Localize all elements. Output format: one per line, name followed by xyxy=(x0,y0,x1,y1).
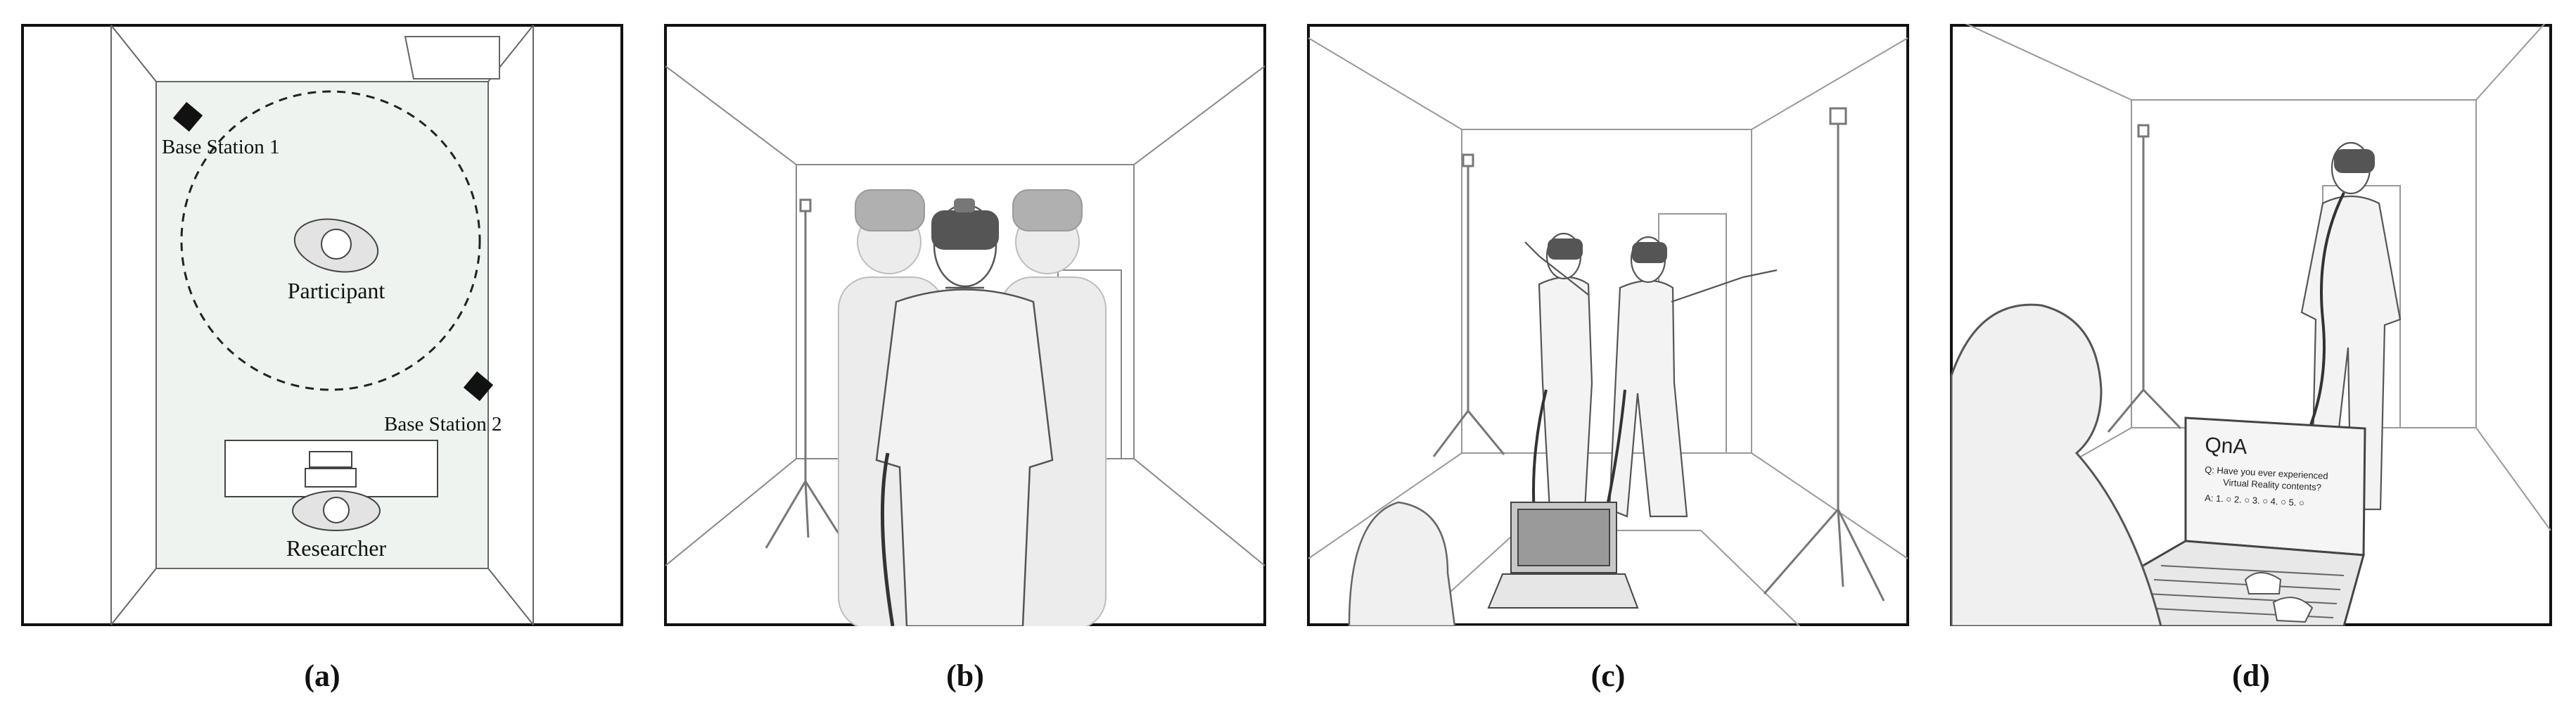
vr-headset-icon xyxy=(2334,149,2375,173)
laptop-icon xyxy=(1487,502,1639,609)
researcher-head xyxy=(323,497,350,523)
caption-a: (a) xyxy=(304,658,340,693)
tripod-stand-left xyxy=(1432,153,1505,457)
researcher-hand xyxy=(2244,572,2282,594)
headset-cable xyxy=(880,452,895,626)
screen-title: QnA xyxy=(2205,433,2248,459)
door-icon xyxy=(404,36,500,79)
base-station-1-icon xyxy=(172,101,203,132)
caption-d: (d) xyxy=(2232,658,2270,693)
wall-lines xyxy=(110,25,534,625)
screen-answer-options: A: 1. ○ 2. ○ 3. ○ 4. ○ 5. ○ xyxy=(2205,492,2304,508)
laptop-keyboard xyxy=(305,468,357,488)
panel-c-pointing-participants xyxy=(1307,24,1909,626)
participant-scene xyxy=(664,24,1266,626)
room-lines xyxy=(1308,37,1908,626)
vr-headset-icon xyxy=(1632,242,1667,263)
tripod-stand xyxy=(2107,124,2182,433)
headset-strap xyxy=(954,198,975,212)
pointing-scene xyxy=(1307,24,1909,626)
panel-d-survey-interview: QnA Q: Have you ever experienced Virtual… xyxy=(1950,24,2552,626)
base-station-1-label: Base Station 1 xyxy=(162,136,280,158)
screen-question-line-2: Virtual Reality contents? xyxy=(2223,477,2322,492)
caption-b: (b) xyxy=(946,658,984,693)
tripod-stand-right xyxy=(1763,107,1885,602)
panel-b-participant-movement xyxy=(664,24,1266,626)
survey-scene: QnA Q: Have you ever experienced Virtual… xyxy=(1950,24,2552,626)
laptop-screen xyxy=(309,451,352,468)
researcher-label: Researcher xyxy=(286,535,386,561)
participant-label: Participant xyxy=(288,278,385,303)
vr-headset-icon xyxy=(931,210,999,250)
researcher-hand xyxy=(2272,597,2314,623)
caption-c: (c) xyxy=(1590,658,1626,693)
researcher-figure xyxy=(1348,501,1456,626)
headset-cable xyxy=(2300,192,2345,447)
room-top-view: Base Station 1 Base Station 2 Participan… xyxy=(21,24,623,626)
participant-head xyxy=(321,229,352,260)
panel-a-room-layout: Base Station 1 Base Station 2 Participan… xyxy=(21,24,623,626)
vr-headset-icon xyxy=(1548,238,1583,260)
base-station-2-icon xyxy=(463,371,494,402)
laptop-icon xyxy=(2117,416,2366,626)
base-station-2-label: Base Station 2 xyxy=(384,413,502,435)
tracking-area-circle xyxy=(180,90,481,391)
researcher-figure xyxy=(1950,303,2162,626)
